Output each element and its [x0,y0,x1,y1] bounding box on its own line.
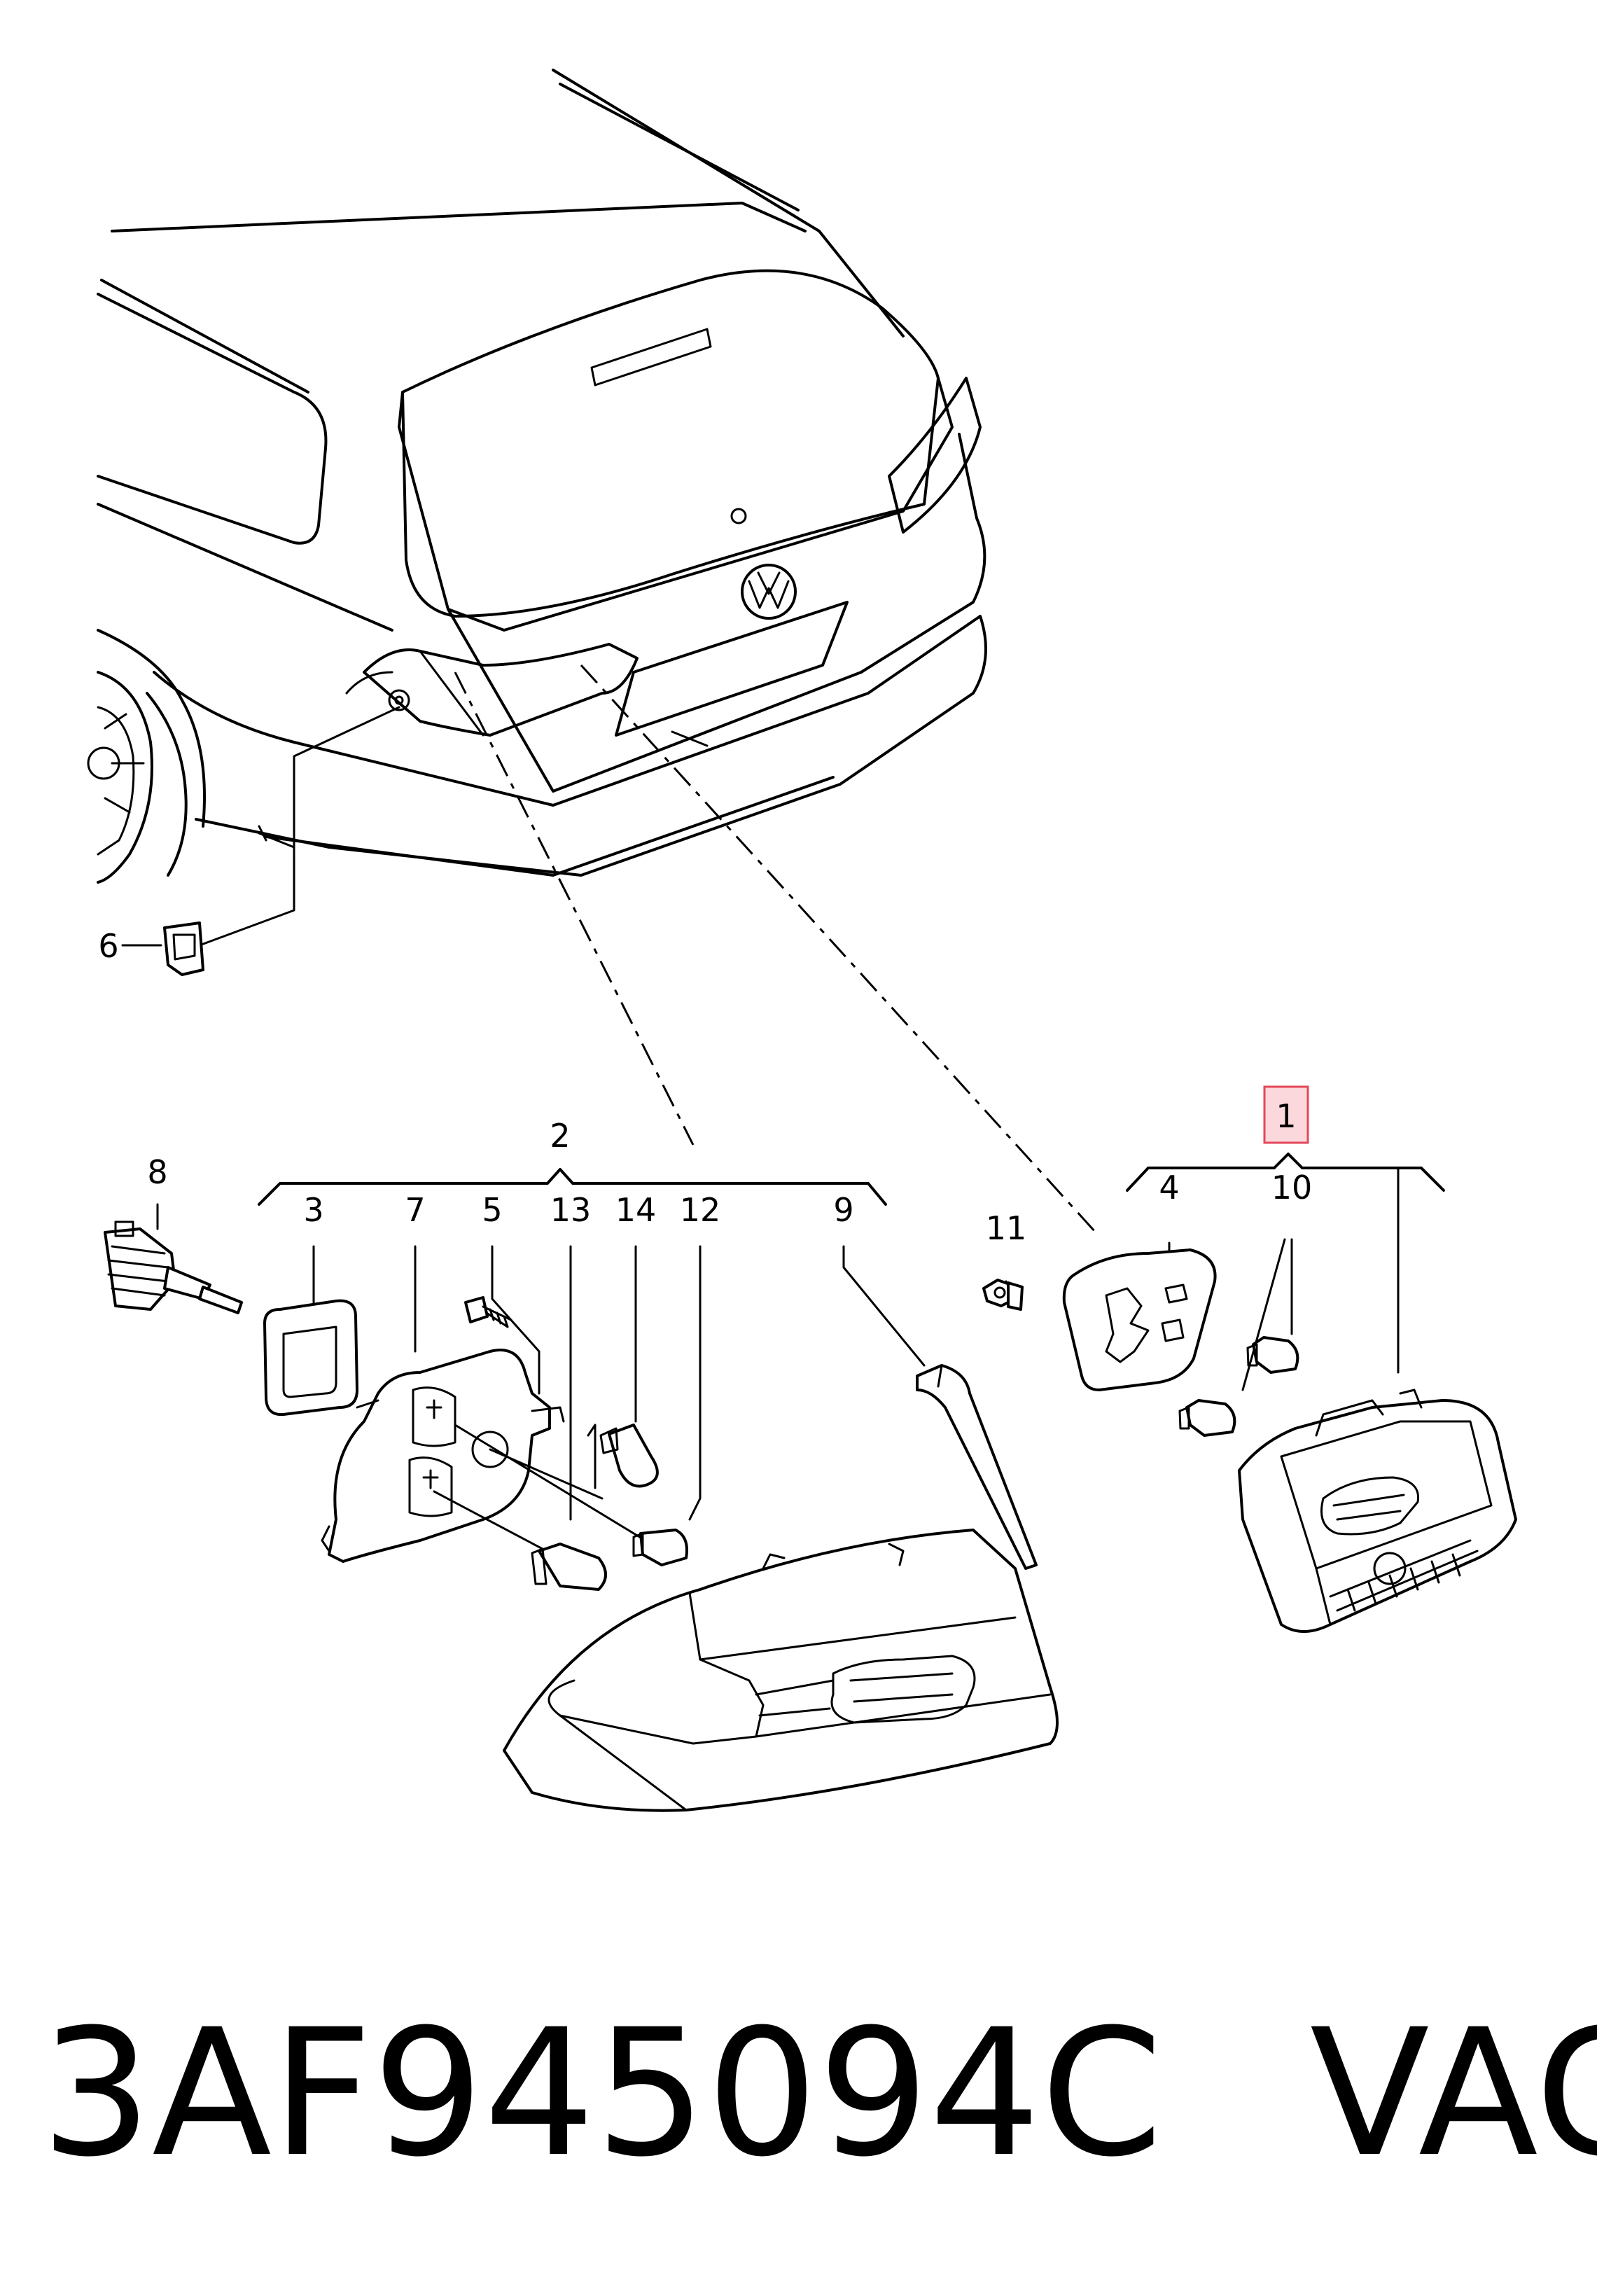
gasket-part-3 [263,1299,358,1417]
callout-3: 3 [303,1191,323,1229]
callout-12: 12 [680,1191,721,1229]
seal-strip-part-9 [916,1364,1038,1570]
clip-part-6 [121,921,204,976]
bulb-part-13 [531,1543,607,1591]
callout-4: 4 [1159,1169,1179,1206]
part-caption: 3AF945094C VAG [41,1991,1597,2195]
callout-1: 1 [1276,1097,1296,1135]
callout-highlight-1 [1263,1085,1309,1144]
bulbs-part-10 [1178,1336,1299,1437]
outer-tail-light-part-2 [503,1529,1059,1812]
callout-10: 10 [1271,1169,1313,1206]
callout-leaders [156,1168,1400,1521]
bulb-part-12 [632,1529,688,1566]
brand-name: VAG [1309,1991,1597,2195]
callout-6: 6 [98,927,118,965]
callout-11: 11 [986,1209,1027,1247]
callout-numbers: 1 2 3 4 5 6 7 8 9 10 11 12 13 14 [98,927,1312,1247]
bulb-holder-plate-part-7 [321,1349,565,1563]
inner-tail-light-part-1 [1238,1389,1517,1633]
exploded-parts-diagram: 1 2 3 4 5 6 7 8 9 10 11 12 13 14 [87,69,1517,1812]
callout-2: 2 [550,1117,570,1155]
part-number: 3AF945094C [41,1991,1163,2195]
callout-5: 5 [482,1191,502,1229]
callout-7: 7 [405,1191,425,1229]
callout-14: 14 [615,1191,657,1229]
callout-13: 13 [550,1191,592,1229]
car-rear-body [87,69,987,884]
bulb-part-14 [587,1424,659,1489]
leader-lines [198,664,1097,1234]
inner-gasket-part-4 [1062,1248,1217,1391]
bracket-group-1 [1126,1153,1445,1192]
bulb-leaders [433,1424,653,1556]
screw-part-5 [464,1296,512,1328]
nut-part-11 [982,1279,1024,1311]
callout-9: 9 [833,1191,853,1229]
bulb-socket-part-8 [104,1220,243,1314]
bracket-group-2 [258,1168,887,1206]
callout-8: 8 [147,1153,167,1191]
